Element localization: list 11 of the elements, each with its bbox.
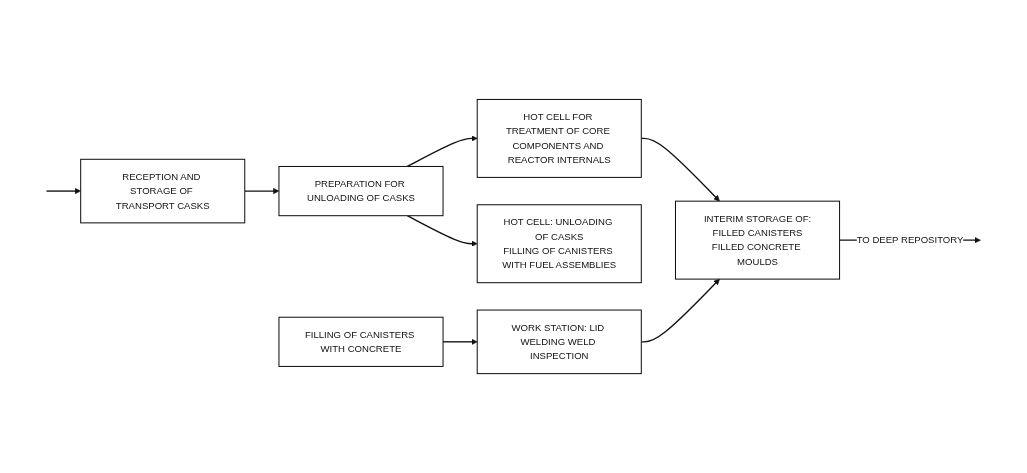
node-box: WORK STATION: LID WELDING WELD INSPECTION	[476, 309, 642, 375]
node-box: HOT CELL: UNLOADING OF CASKS FILLING OF CANISTERS WITH FUEL ASSEMBLIES	[476, 204, 642, 284]
node-box: PREPARATION FOR UNLOADING OF CASKS	[278, 165, 444, 217]
arrow	[406, 214, 478, 247]
node-box: FILLING OF CANISTERS WITH CONCRETE	[278, 316, 444, 367]
arrow	[406, 135, 478, 168]
node-box: INTERIM STORAGE OF: FILLED CANISTERS FILLED CONCRETE MOULDS	[674, 200, 841, 280]
edge-label: TO DEEP REPOSITORY	[856, 234, 964, 246]
node-box: HOT CELL FOR TREATMENT OF CORE COMPONENTS AND REACTOR INTERNALS	[476, 98, 642, 178]
node-box: RECEPTION AND STORAGE OF TRANSPORT CASKS	[80, 158, 246, 224]
arrow	[45, 188, 81, 195]
